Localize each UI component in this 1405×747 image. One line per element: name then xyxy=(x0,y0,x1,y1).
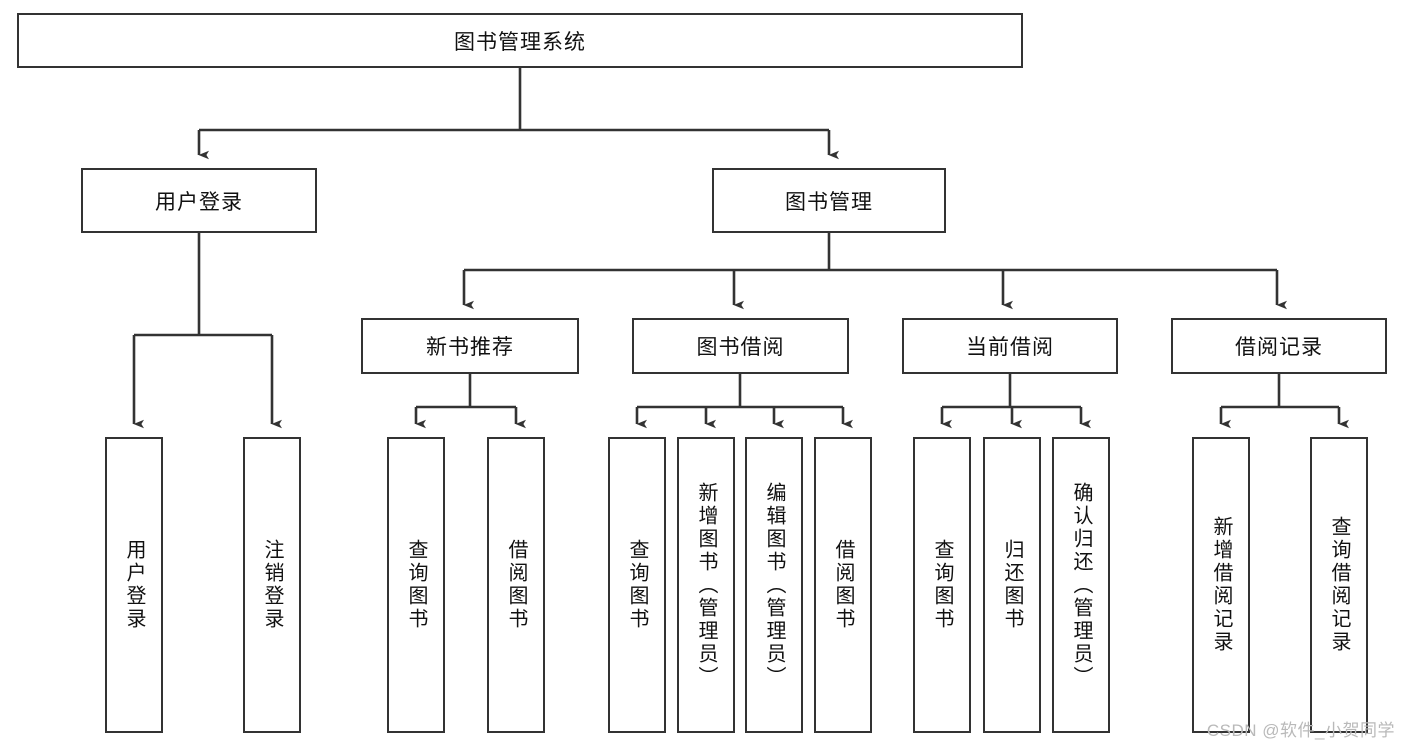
node-leaf-user-logout-label: 注销登录 xyxy=(261,539,283,631)
node-leaf-add-record-label: 新增借阅记录 xyxy=(1210,516,1232,654)
node-leaf-add-record[interactable]: 新增借阅记录 xyxy=(1192,437,1250,733)
node-root[interactable]: 图书管理系统 xyxy=(17,13,1023,68)
node-leaf-confirm-return-label: 确认归还（管理员） xyxy=(1070,481,1092,689)
node-leaf-add-book[interactable]: 新增图书（管理员） xyxy=(677,437,735,733)
node-root-label: 图书管理系统 xyxy=(454,30,586,54)
node-borrow-record-label: 借阅记录 xyxy=(1235,336,1323,359)
node-current-borrow[interactable]: 当前借阅 xyxy=(902,318,1118,374)
node-leaf-confirm-return[interactable]: 确认归还（管理员） xyxy=(1052,437,1110,733)
node-leaf-edit-book-label: 编辑图书（管理员） xyxy=(763,481,785,689)
node-new-book-recommend-label: 新书推荐 xyxy=(426,336,514,359)
node-book-manage[interactable]: 图书管理 xyxy=(712,168,946,233)
node-leaf-query-book-rec[interactable]: 查询图书 xyxy=(387,437,445,733)
node-new-book-recommend[interactable]: 新书推荐 xyxy=(361,318,579,374)
node-borrow-record[interactable]: 借阅记录 xyxy=(1171,318,1387,374)
node-book-manage-label: 图书管理 xyxy=(785,190,873,214)
node-leaf-borrow-book-label: 借阅图书 xyxy=(832,539,854,631)
node-leaf-borrow-book-rec-label: 借阅图书 xyxy=(505,539,527,631)
node-leaf-return-book[interactable]: 归还图书 xyxy=(983,437,1041,733)
node-leaf-return-book-label: 归还图书 xyxy=(1001,539,1023,631)
node-current-borrow-label: 当前借阅 xyxy=(966,336,1054,359)
node-leaf-add-book-label: 新增图书（管理员） xyxy=(695,481,717,689)
node-leaf-borrow-book-rec[interactable]: 借阅图书 xyxy=(487,437,545,733)
node-leaf-user-login[interactable]: 用户登录 xyxy=(105,437,163,733)
node-book-borrow-label: 图书借阅 xyxy=(696,336,785,359)
node-leaf-user-logout[interactable]: 注销登录 xyxy=(243,437,301,733)
node-leaf-query-record-label: 查询借阅记录 xyxy=(1328,516,1350,654)
node-leaf-query-book-cur[interactable]: 查询图书 xyxy=(913,437,971,733)
node-leaf-query-book-borrow[interactable]: 查询图书 xyxy=(608,437,666,733)
node-user-login[interactable]: 用户登录 xyxy=(81,168,317,233)
node-leaf-borrow-book[interactable]: 借阅图书 xyxy=(814,437,872,733)
node-leaf-edit-book[interactable]: 编辑图书（管理员） xyxy=(745,437,803,733)
node-leaf-query-book-borrow-label: 查询图书 xyxy=(626,539,648,631)
node-book-borrow[interactable]: 图书借阅 xyxy=(632,318,849,374)
node-user-login-label: 用户登录 xyxy=(155,190,243,214)
node-leaf-user-login-label: 用户登录 xyxy=(123,539,145,631)
node-leaf-query-book-cur-label: 查询图书 xyxy=(931,539,953,631)
node-leaf-query-book-rec-label: 查询图书 xyxy=(405,539,427,631)
node-leaf-query-record[interactable]: 查询借阅记录 xyxy=(1310,437,1368,733)
